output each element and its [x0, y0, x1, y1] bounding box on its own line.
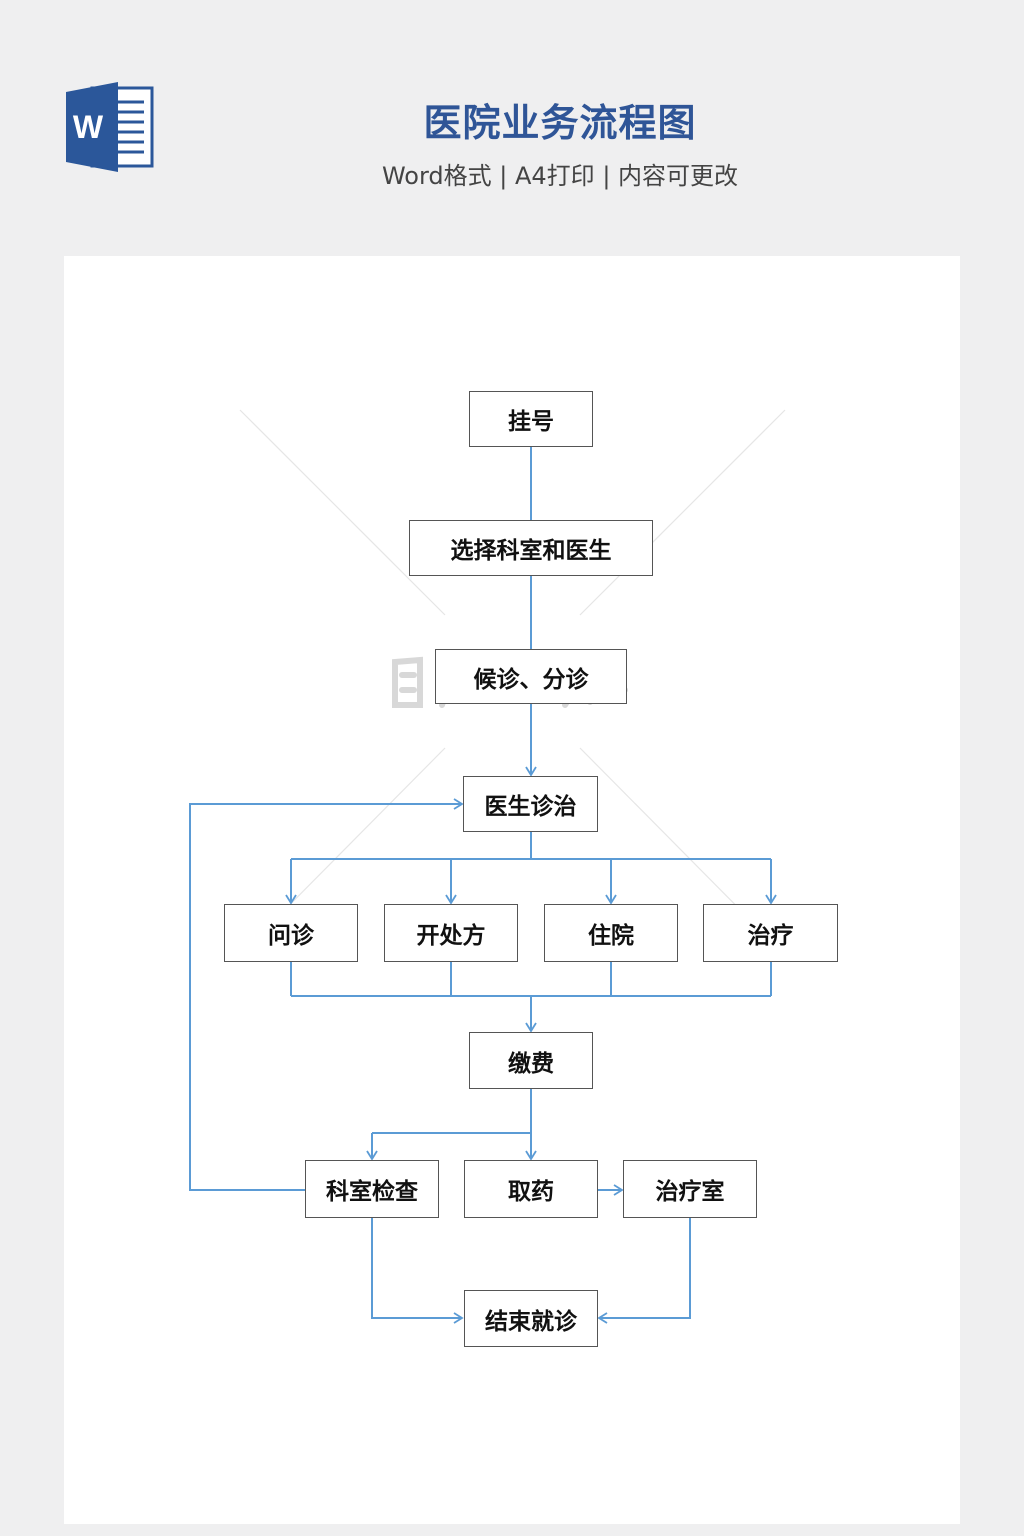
word-document-icon: W — [66, 82, 154, 172]
arrow-treatroom-end — [597, 1218, 691, 1324]
page-title: 医院业务流程图 — [423, 101, 697, 145]
page-subtitle: Word格式 | A4打印 | 内容可更改 — [381, 162, 739, 190]
node-select-department: 选择科室和医生 — [409, 520, 653, 576]
node-department-exam: 科室检查 — [305, 1160, 439, 1218]
loop-exam-doctor — [189, 798, 464, 1191]
node-consultation: 问诊 — [224, 904, 358, 962]
node-prescription: 开处方 — [384, 904, 518, 962]
node-payment: 缴费 — [469, 1032, 593, 1089]
node-pharmacy: 取药 — [464, 1160, 598, 1218]
word-icon-letter: W — [73, 109, 104, 145]
node-doctor-diagnosis: 医生诊治 — [463, 776, 598, 832]
node-end-visit: 结束就诊 — [464, 1290, 598, 1347]
node-triage: 候诊、分诊 — [435, 649, 627, 704]
node-treatment-room: 治疗室 — [623, 1160, 757, 1218]
node-register: 挂号 — [469, 391, 593, 447]
node-treatment: 治疗 — [703, 904, 838, 962]
node-hospitalization: 住院 — [544, 904, 678, 962]
arrow-exam-end — [371, 1218, 464, 1324]
